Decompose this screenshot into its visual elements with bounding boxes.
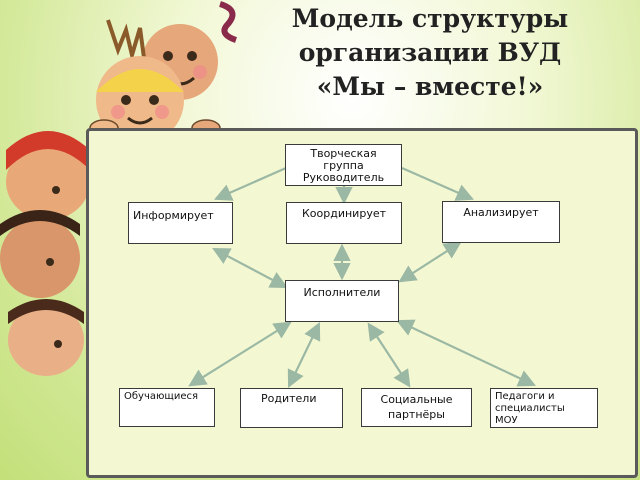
arrow-executors-students	[188, 321, 292, 387]
parents-label: Родители	[261, 392, 317, 405]
students-box: Обучающиеся	[119, 388, 215, 427]
partners-line-1: Социальные	[380, 393, 453, 406]
executors-box: Исполнители	[285, 280, 399, 322]
coordinates-box: Координирует	[286, 202, 402, 244]
teachers-line-3: МОУ	[495, 415, 518, 426]
title-line-1: Модель структуры	[291, 4, 569, 33]
leader-line-1: Творческая	[310, 147, 377, 160]
slide-title: Модель структуры организации ВУД «Мы – в…	[270, 2, 590, 104]
arrow-leader-to-informs	[213, 166, 287, 201]
teachers-line-1: Педагоги и	[495, 391, 555, 402]
kid-side-2	[0, 210, 80, 298]
leader-box: Творческая группа Руководитель	[285, 144, 402, 186]
arrow-leader-to-analyzes	[401, 166, 475, 201]
kid-side-1	[6, 131, 90, 220]
kid-hair-spikes	[106, 1, 238, 63]
kid-side-3	[8, 299, 84, 376]
leader-line-3: Руководитель	[302, 171, 385, 184]
arrow-informs-executors	[212, 247, 288, 289]
executors-label: Исполнители	[303, 286, 381, 299]
partners-line-2: партнёры	[388, 408, 445, 421]
teachers-box: Педагоги и специалисты МОУ	[490, 388, 598, 428]
teachers-line-2: специалисты	[495, 403, 565, 414]
title-line-3: «Мы – вместе!»	[316, 72, 544, 101]
cartoon-kids-illustration	[0, 1, 238, 376]
analyzes-label: Анализирует	[463, 206, 539, 219]
informs-box: Информирует	[128, 202, 233, 244]
students-label: Обучающиеся	[124, 391, 198, 402]
coordinates-label: Координирует	[301, 207, 386, 220]
leader-line-2: группа	[323, 159, 364, 172]
kid-face-top-left	[89, 56, 221, 144]
informs-label: Информирует	[133, 209, 214, 222]
arrow-executors-partners	[367, 322, 411, 388]
analyzes-box: Анализирует	[442, 201, 560, 243]
arrow-executors-teachers	[396, 319, 536, 387]
parents-box: Родители	[240, 388, 343, 428]
partners-box: Социальные партнёры	[361, 388, 472, 427]
arrow-executors-parents	[287, 322, 321, 388]
title-line-2: организации ВУД	[298, 38, 562, 67]
arrow-analyzes-executors	[398, 241, 462, 283]
